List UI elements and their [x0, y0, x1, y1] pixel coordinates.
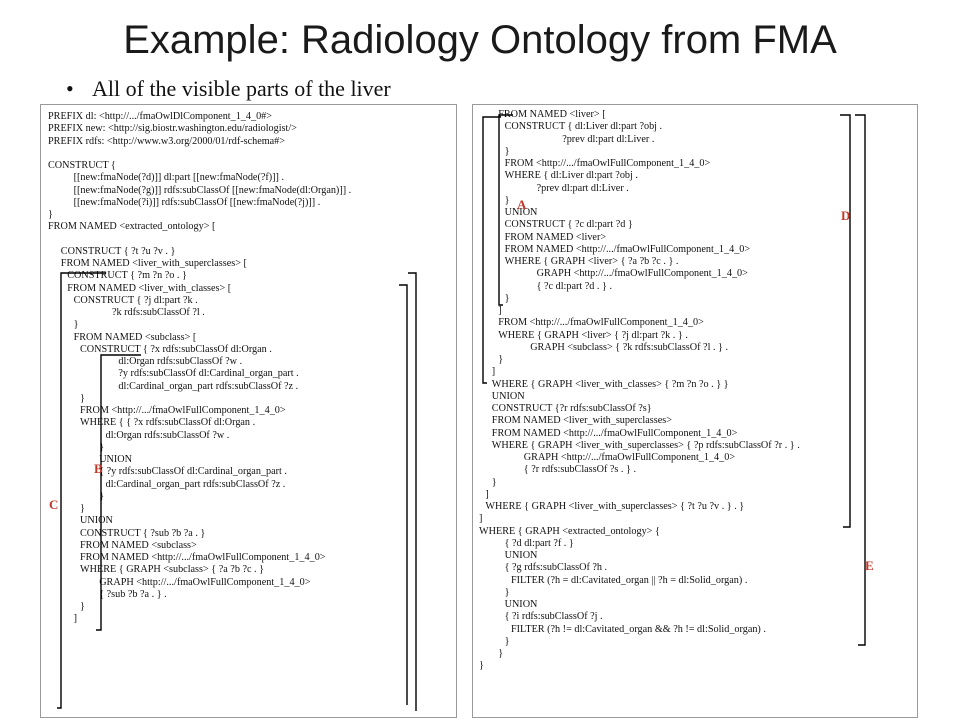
code-line: WHERE { GRAPH <liver_with_superclasses> …: [491, 439, 800, 451]
code-line: CONSTRUCT { ?x rdfs:subClassOf dl:Organ …: [80, 343, 272, 355]
code-line: WHERE { dl:Liver dl:part ?obj .: [504, 170, 638, 182]
code-line: FROM <http://.../fmaOwlFullComponent_1_4…: [80, 405, 286, 416]
code-line: UNION: [80, 515, 113, 527]
code-line: UNION: [99, 454, 133, 465]
code-line: [[new:fmaNode(?i)]] rdfs:subClassOf [[ne…: [73, 196, 321, 208]
code-line: }: [48, 209, 53, 220]
code-line: dl:Cardinal_organ_part rdfs:subClassOf ?…: [118, 380, 299, 392]
code-line: PREFIX new: <http://sig.biostr.washingto…: [48, 123, 297, 135]
code-line: FILTER (?h != dl:Cavitated_organ && ?h !…: [511, 623, 766, 635]
code-line: }: [504, 635, 510, 647]
code-line: }: [73, 319, 79, 331]
code-line: FROM NAMED <http://.../fmaOwlFullCompone…: [491, 427, 738, 439]
left-code-listing: PREFIX dl: <http://.../fmaOwlDlComponent…: [41, 105, 456, 717]
code-line: FROM NAMED <liver_with_superclasses> [: [60, 258, 247, 269]
code-line: { ?g rdfs:subClassOf ?h .: [504, 562, 608, 574]
code-line: ?y rdfs:subClassOf dl:Cardinal_organ_par…: [118, 368, 299, 380]
code-line: }: [504, 586, 510, 598]
code-line: FROM NAMED <subclass>: [80, 539, 197, 551]
code-line: }: [504, 194, 510, 206]
code-line: { ?y rdfs:subClassOf dl:Cardinal_organ_p…: [99, 466, 287, 478]
code-line: FROM NAMED <http://.../fmaOwlFullCompone…: [504, 243, 751, 255]
code-line: CONSTRUCT { ?t ?u ?v . }: [60, 245, 176, 257]
code-line: }: [491, 476, 497, 488]
code-line: }: [99, 441, 105, 453]
code-line: [[new:fmaNode(?g)]] rdfs:subClassOf [[ne…: [73, 184, 352, 196]
code-line: WHERE { GRAPH <liver> { ?j dl:part ?k . …: [498, 329, 688, 341]
label-e: E: [865, 558, 874, 573]
right-code-panel: FROM NAMED <liver> [CONSTRUCT { dl:Liver…: [472, 104, 918, 718]
code-line: { ?d dl:part ?f . }: [504, 537, 574, 549]
code-line: { ?r rdfs:subClassOf ?s . } .: [523, 464, 637, 476]
code-line: FROM NAMED <liver> [: [498, 109, 606, 120]
code-line: FROM <http://.../fmaOwlFullComponent_1_4…: [498, 317, 704, 329]
code-line: WHERE { { ?x rdfs:subClassOf dl:Organ .: [80, 417, 256, 429]
code-line: CONSTRUCT { dl:Liver dl:part ?obj .: [504, 121, 663, 133]
code-line: dl:Organ rdfs:subClassOf ?w .: [105, 429, 230, 441]
label-d: D: [841, 208, 851, 223]
bullet-item: • All of the visible parts of the liver: [66, 76, 391, 102]
code-line: CONSTRUCT {?r rdfs:subClassOf ?s}: [491, 403, 652, 414]
code-line: ?k rdfs:subClassOf ?l .: [112, 307, 205, 318]
code-line: PREFIX dl: <http://.../fmaOwlDlComponent…: [48, 111, 273, 122]
code-line: WHERE { GRAPH <extracted_ontology> {: [479, 525, 660, 537]
code-line: ]: [485, 488, 489, 500]
code-line: }: [80, 601, 85, 612]
code-line: }: [504, 292, 510, 304]
code-line: FROM NAMED <liver>: [504, 231, 607, 243]
code-line: CONSTRUCT { ?j dl:part ?k .: [73, 294, 198, 306]
code-line: WHERE { GRAPH <liver_with_superclasses> …: [485, 501, 745, 512]
code-line: WHERE { GRAPH <liver_with_classes> { ?m …: [491, 378, 729, 390]
code-line: }: [80, 503, 85, 514]
code-line: dl:Organ rdfs:subClassOf ?w .: [118, 356, 243, 367]
right-code-listing: FROM NAMED <liver> [CONSTRUCT { dl:Liver…: [473, 105, 917, 717]
label-a: A: [517, 197, 527, 212]
code-line: FROM NAMED <subclass> [: [73, 331, 197, 343]
code-line: }: [504, 145, 510, 157]
code-line: { ?c dl:part ?d . } .: [536, 280, 613, 292]
code-line: UNION: [504, 599, 538, 610]
code-line: ?prev dl:part dl:Liver .: [536, 182, 629, 194]
code-line: CONSTRUCT {: [48, 160, 116, 171]
slide-title: Example: Radiology Ontology from FMA: [123, 18, 837, 62]
bullet-dot-icon: •: [66, 76, 74, 101]
code-line: FROM NAMED <liver_with_superclasses>: [491, 415, 672, 427]
code-line: GRAPH <http://.../fmaOwlFullComponent_1_…: [536, 268, 748, 280]
code-line: dl:Cardinal_organ_part rdfs:subClassOf ?…: [105, 478, 286, 490]
code-line: FROM <http://.../fmaOwlFullComponent_1_4…: [504, 158, 711, 169]
code-line: { ?sub ?b ?a . } .: [99, 588, 167, 600]
code-line: CONSTRUCT { ?sub ?b ?a . }: [80, 527, 206, 539]
code-line: UNION: [504, 550, 538, 561]
code-line: FROM NAMED <extracted_ontology> [: [48, 221, 216, 233]
code-line: }: [498, 354, 504, 365]
left-code-panel: PREFIX dl: <http://.../fmaOwlDlComponent…: [40, 104, 457, 718]
code-line: UNION: [491, 390, 525, 402]
code-line: GRAPH <http://.../fmaOwlFullComponent_1_…: [99, 576, 311, 588]
code-line: FROM NAMED <liver_with_classes> [: [67, 282, 232, 294]
code-line: GRAPH <http://.../fmaOwlFullComponent_1_…: [523, 452, 736, 463]
code-line: }: [80, 392, 85, 404]
code-line: [[new:fmaNode(?d)]] dl:part [[new:fmaNod…: [73, 172, 285, 184]
code-line: }: [498, 648, 504, 659]
code-line: CONSTRUCT { ?c dl:part ?d }: [504, 219, 633, 231]
code-line: ]: [73, 613, 77, 625]
code-line: FILTER (?h = dl:Cavitated_organ || ?h = …: [511, 574, 748, 586]
code-line: WHERE { GRAPH <liver> { ?a ?b ?c . } .: [504, 256, 679, 267]
bullet-text: All of the visible parts of the liver: [92, 76, 391, 101]
code-line: }: [99, 490, 105, 502]
code-line: ]: [479, 513, 483, 525]
code-line: ?prev dl:part dl:Liver .: [562, 133, 655, 145]
code-line: }: [479, 660, 484, 672]
code-line: { ?i rdfs:subClassOf ?j .: [504, 611, 603, 623]
code-line: WHERE { GRAPH <subclass> { ?a ?b ?c . }: [80, 564, 265, 576]
label-c: C: [49, 497, 59, 512]
label-b: B: [94, 461, 103, 476]
code-line: ]: [491, 366, 496, 378]
code-line: ]: [498, 305, 502, 316]
code-line: UNION: [504, 207, 538, 218]
code-line: CONSTRUCT { ?m ?n ?o . }: [67, 270, 187, 282]
code-line: FROM NAMED <http://.../fmaOwlFullCompone…: [80, 552, 326, 563]
code-line: GRAPH <subclass> { ?k rdfs:subClassOf ?l…: [530, 341, 729, 353]
code-line: PREFIX rdfs: <http://www.w3.org/2000/01/…: [48, 135, 286, 147]
